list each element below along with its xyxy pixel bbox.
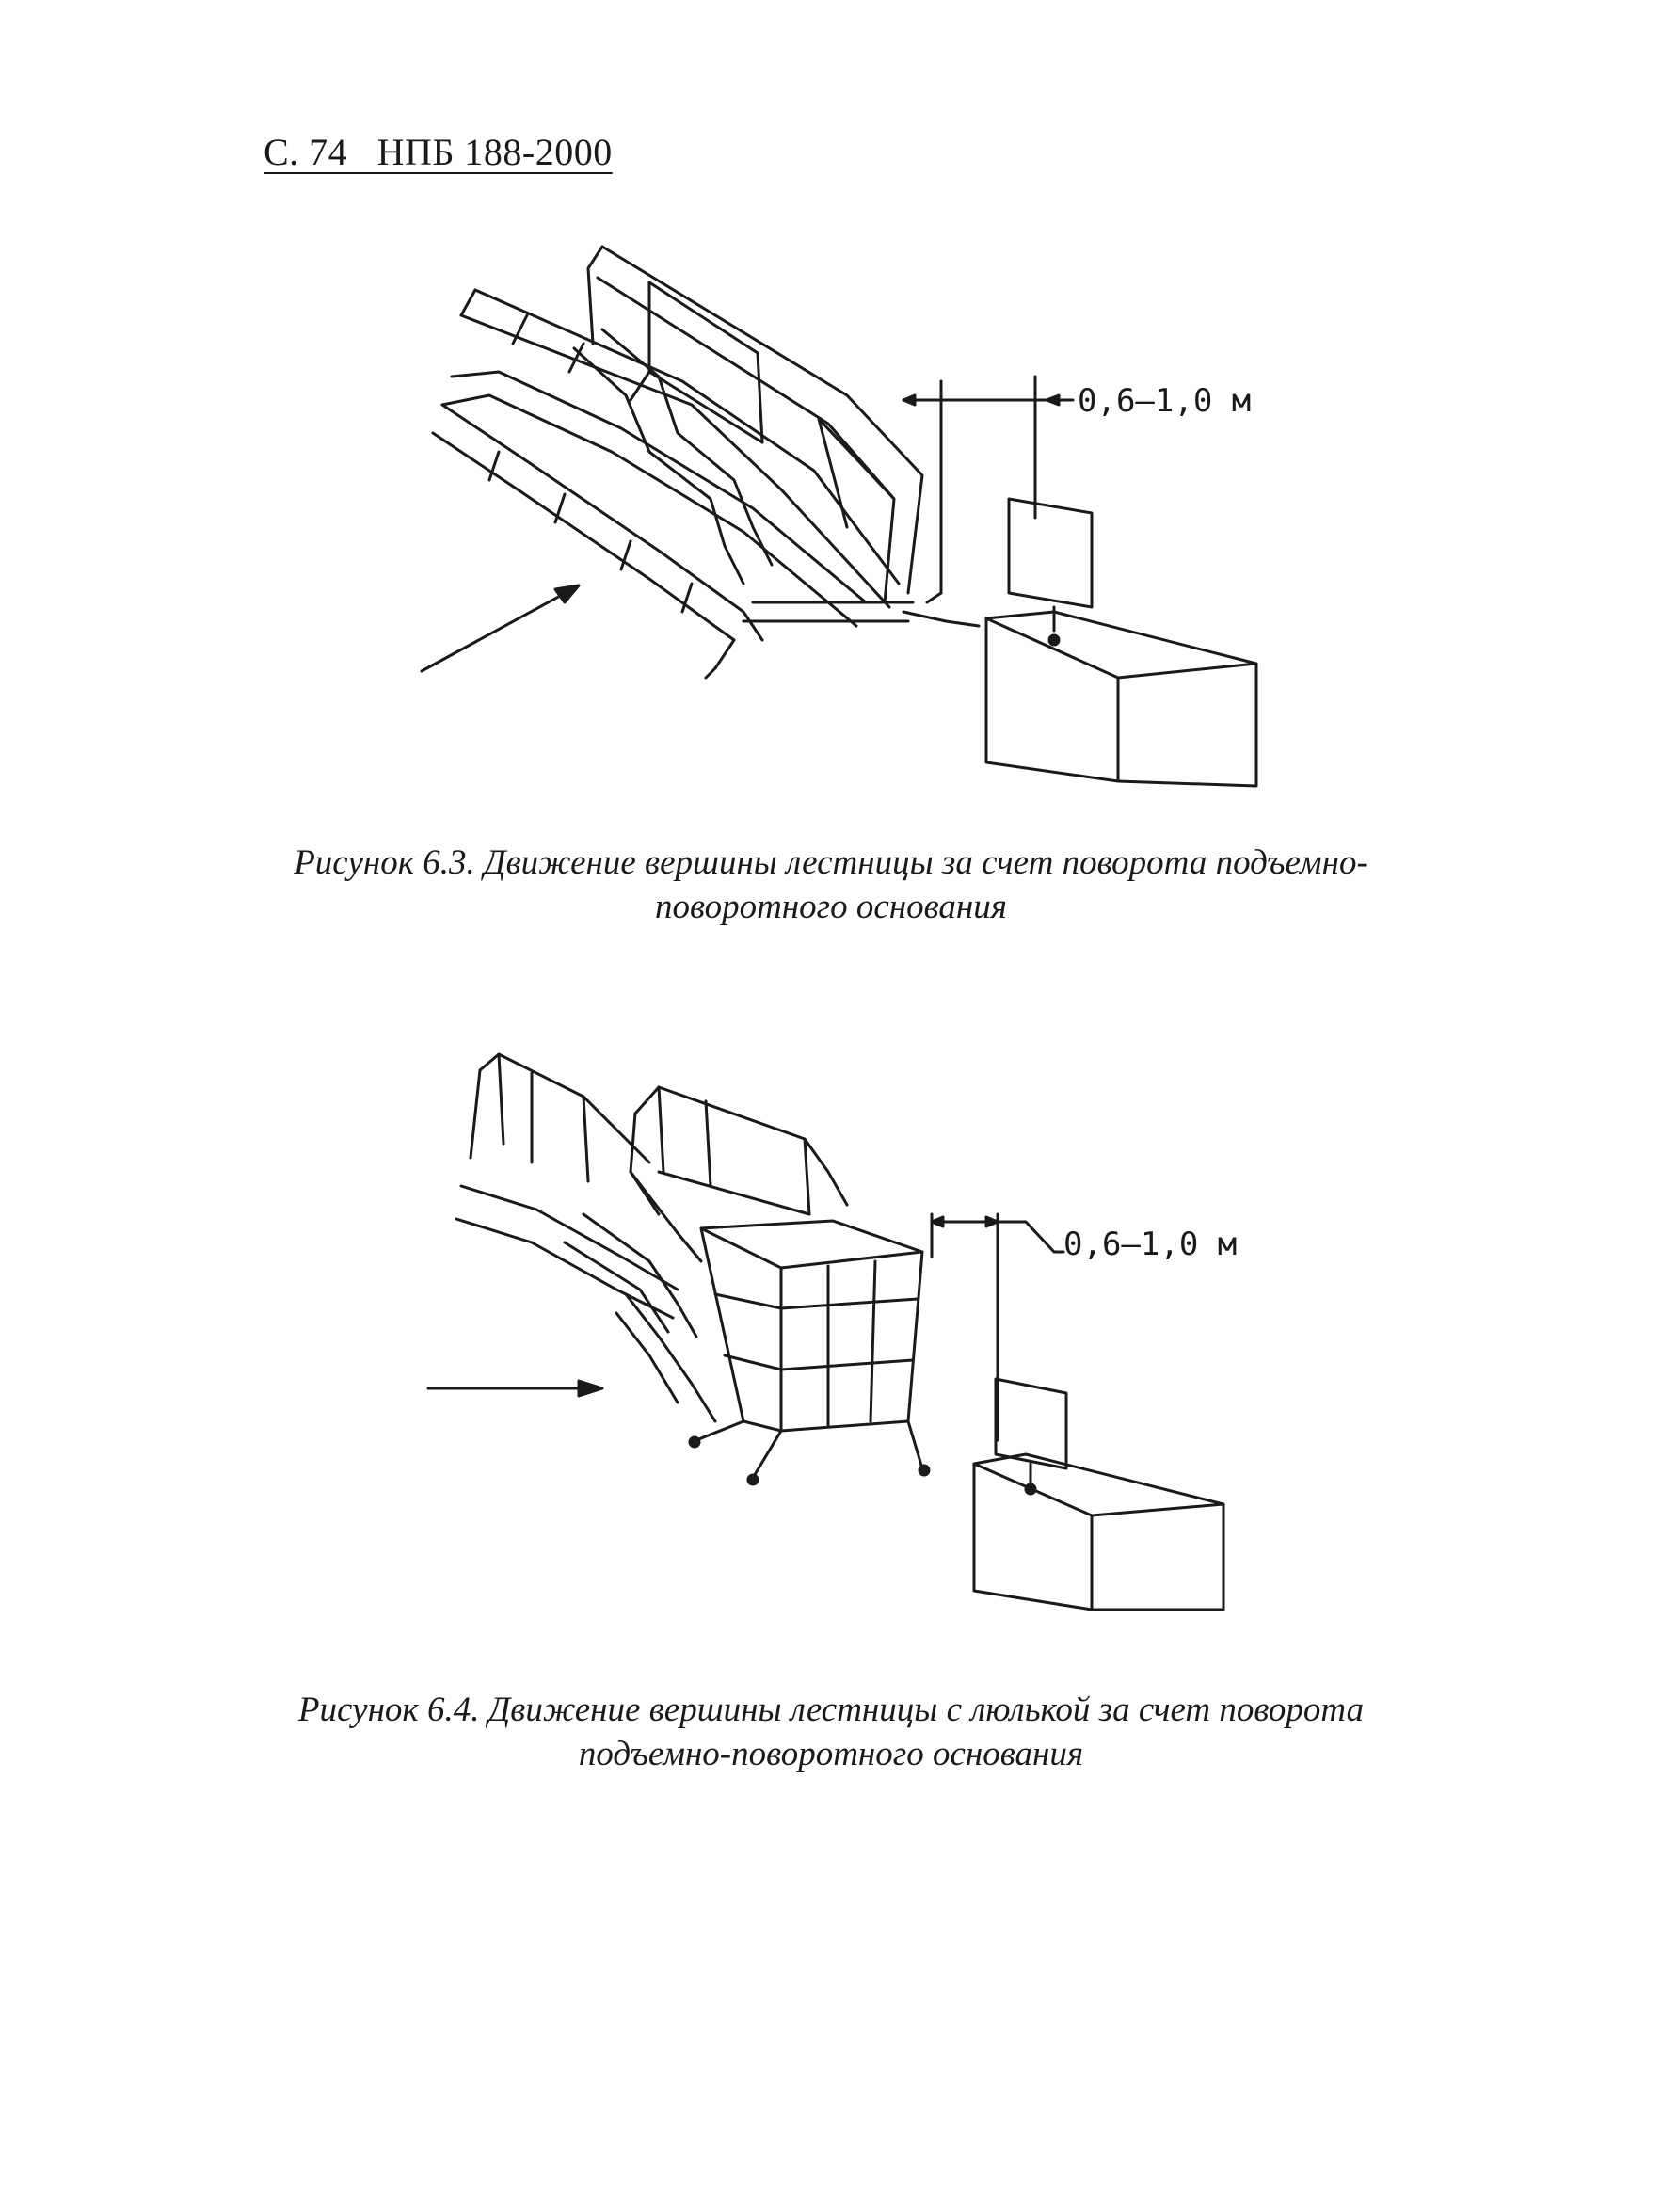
ladder-section-front (588, 247, 922, 602)
dimension-lines-1 (903, 377, 1073, 602)
target-box-1 (986, 499, 1256, 786)
ladder-section-front-2 (565, 1087, 847, 1421)
direction-arrow-1 (422, 585, 579, 671)
figure-6-4-caption-line1: Рисунок 6.4. Движение вершины лестницы с… (297, 1691, 1365, 1729)
ladder-rails-bottom (433, 329, 979, 678)
dimension-label-1: 0,6–1,0 м (1078, 382, 1251, 420)
figure-6-4-caption-line2: подъемно-поворотного основания (578, 1735, 1084, 1773)
figure-6-3-caption-line1: Рисунок 6.3. Движение вершины лестницы з… (294, 843, 1368, 882)
figure-6-3-caption-line2: поворотного основания (655, 888, 1007, 926)
rescue-basket (690, 1221, 929, 1484)
dimension-lines-2 (932, 1214, 1063, 1440)
ladder-section-back (442, 290, 899, 626)
direction-arrow-2 (428, 1381, 602, 1396)
ladder-section-back-2 (456, 1054, 678, 1318)
target-box-2 (974, 1379, 1223, 1610)
page-header: С. 74 НПБ 188-2000 (264, 131, 613, 173)
dimension-label-2: 0,6–1,0 м (1063, 1226, 1237, 1263)
